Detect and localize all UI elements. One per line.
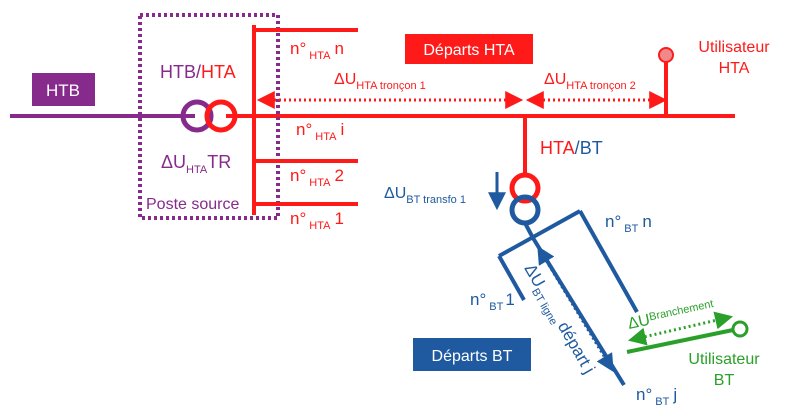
delta-hta-tr-label: ΔUHTATR — [161, 152, 231, 176]
delta-branchement-label: ΔUBranchement — [626, 298, 715, 333]
htb-hta-label: HTB/HTA — [160, 62, 236, 82]
departs-bt-box — [413, 338, 531, 371]
branchement-line — [626, 328, 734, 354]
departs-bt-label: Départs BT — [432, 348, 513, 365]
utilisateur-hta-node — [658, 47, 674, 63]
htb-label: HTB — [46, 81, 80, 100]
utilisateur-bt-label-line2: BT — [714, 372, 735, 389]
utilisateur-bt-node — [731, 320, 749, 338]
utilisateur-hta-label-line1: Utilisateur — [698, 39, 770, 56]
poste-source-label: Poste source — [146, 196, 239, 213]
utilisateur-hta-label-line2: HTA — [719, 60, 750, 77]
bt-busbar — [498, 209, 581, 258]
delta-bt-ligne-arrow — [537, 245, 614, 373]
htb-label-box — [32, 73, 95, 106]
delta-bt-transfo-label: ΔUBT transfo 1 — [384, 185, 466, 206]
departs-hta-box — [405, 34, 533, 64]
transformer-hta-bt-coil-hta — [509, 172, 541, 204]
utilisateur-bt-label-line1: Utilisateur — [688, 351, 760, 368]
poste-source-box — [138, 13, 280, 220]
bt-feeder-line-1 — [497, 255, 526, 301]
delta-hta-troncon2-label: ΔUHTA tronçon 2 — [544, 71, 636, 92]
delta-hta-troncon1-label: ΔUHTA tronçon 1 — [334, 71, 426, 92]
bt-transfo-link — [523, 222, 535, 239]
transformer-htb-coil — [180, 99, 214, 133]
transformer-hta-coil — [204, 99, 238, 133]
departs-hta-label: Départs HTA — [423, 42, 515, 59]
delta-branchement-arrow — [627, 311, 734, 346]
hta-bt-label: HTA/BT — [540, 138, 603, 158]
